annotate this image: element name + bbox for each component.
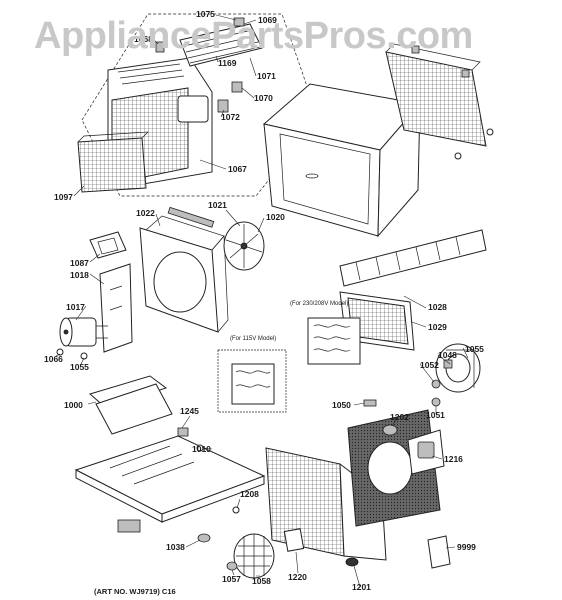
label-1067: 1067 [228,164,247,174]
label-1070: 1070 [254,93,273,103]
fan-motor-1017[interactable] [59,317,108,347]
label-1071: 1071 [257,71,276,81]
evaporator-230v[interactable] [339,229,487,351]
label-1050: 1050 [332,400,351,410]
label-1038: 1038 [166,542,185,552]
condenser-fan-1058[interactable] [233,533,275,579]
screw-1010[interactable] [196,444,204,452]
label-1021: 1021 [208,200,227,210]
plug-1038[interactable] [197,533,211,543]
note-230v: (For 230/208V Model) [290,301,348,307]
label-1075: 1075 [196,9,215,19]
art-number-caption: (ART NO. WJ9719) C16 [94,587,176,596]
connector-1050[interactable] [363,399,377,407]
grommet-1202[interactable] [382,424,398,436]
label-1048: 1048 [438,350,457,360]
watermark: AppliancePartsPros.com [34,15,473,57]
label-1069: 1069 [258,15,277,25]
label-1052: 1052 [420,360,439,370]
label-1220: 1220 [288,572,307,582]
part-labels: 1075 1069 1068 1169 1071 1070 1072 1067 … [44,9,484,592]
heater-230v[interactable] [307,317,361,365]
cover-1000[interactable] [88,375,173,435]
heater-115v[interactable] [217,349,287,413]
leader-lines [55,14,469,588]
air-filter-1097[interactable] [77,131,149,193]
clip-1245[interactable] [177,427,189,437]
label-1028: 1028 [428,302,447,312]
label-1051: 1051 [426,410,445,420]
part-1066[interactable] [56,348,64,356]
part-1048[interactable] [443,359,453,369]
label-1208: 1208 [240,489,259,499]
label-1055-right: 1055 [465,344,484,354]
grommet-1201[interactable] [345,557,359,567]
label-1017: 1017 [66,302,85,312]
label-1202: 1202 [390,412,409,422]
label-1018: 1018 [70,270,89,280]
drain-plug-1038-seat [117,519,141,533]
label-1201: 1201 [352,582,371,592]
label-1087: 1087 [70,258,89,268]
label-1066: 1066 [44,354,63,364]
knob-1075[interactable] [233,17,245,27]
label-1020: 1020 [266,212,285,222]
label-1055-left: 1055 [70,362,89,372]
fan-shroud-1022[interactable] [139,206,229,333]
label-1169: 1169 [218,58,237,68]
screw-1208[interactable] [232,506,240,514]
label-1058: 1058 [252,576,271,586]
label-1097: 1097 [54,192,73,202]
gasket-1220[interactable] [283,528,305,552]
air-louver-assembly[interactable] [179,23,263,67]
motor-mount-1018[interactable] [99,263,133,353]
label-1072: 1072 [221,112,240,122]
label-1216: 1216 [444,454,463,464]
part-1051[interactable] [431,397,441,407]
label-1068: 1068 [134,34,153,44]
basepan[interactable] [74,435,266,533]
label-1010: 1010 [192,444,211,454]
clamp-1057[interactable] [226,561,238,571]
clip-1068[interactable] [155,41,165,53]
motor-bracket-1216[interactable] [407,429,445,475]
label-1000: 1000 [64,400,83,410]
label-1022: 1022 [136,208,155,218]
blower-wheel-1021[interactable] [223,221,265,271]
bracket-1087[interactable] [89,231,127,259]
label-1057: 1057 [222,574,241,584]
clip-1070[interactable] [231,81,243,93]
label-9999: 9999 [457,542,476,552]
owners-manual-9999[interactable] [427,535,451,569]
note-115v: (For 115V Model) [230,336,276,342]
label-1029: 1029 [428,322,447,332]
rear-grille[interactable] [385,43,494,160]
part-1055-left[interactable] [80,352,88,360]
label-1245: 1245 [180,406,199,416]
clip-1072[interactable] [217,99,229,113]
cabinet-wrapper[interactable] [262,83,421,238]
